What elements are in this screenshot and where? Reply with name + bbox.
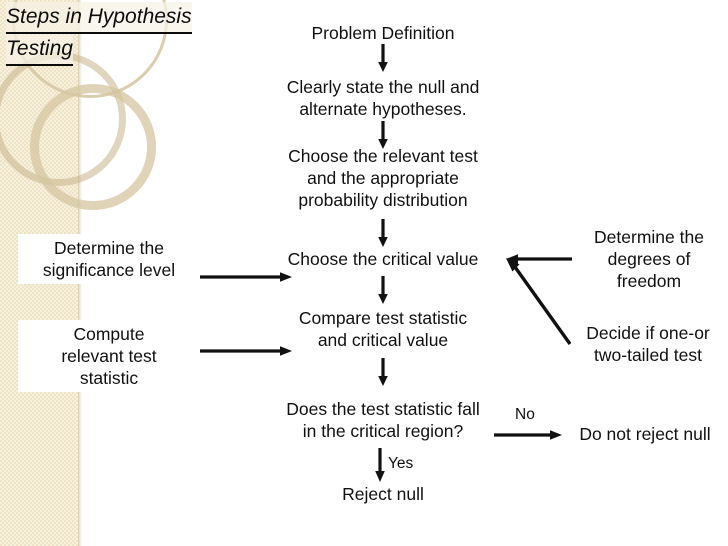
node-significance-level: Determine the significance level bbox=[18, 234, 200, 284]
node-state-hypotheses: Clearly state the null and alternate hyp… bbox=[286, 77, 480, 119]
node-compare-statistic: Compare test statistic and critical valu… bbox=[298, 308, 468, 350]
arrow-choose-test-to-critical-value bbox=[375, 219, 391, 247]
edge-label-no: No bbox=[515, 406, 535, 423]
node-choose-critical-value: Choose the critical value bbox=[287, 249, 479, 269]
arrow-problem-to-hypotheses bbox=[375, 44, 391, 72]
arrow-compare-to-decision bbox=[375, 358, 391, 386]
arrow-compute-to-compare bbox=[190, 344, 292, 358]
arrow-critical-value-to-compare bbox=[375, 276, 391, 304]
arrow-hypotheses-to-choose-test bbox=[375, 121, 391, 149]
arrow-decision-no bbox=[494, 428, 562, 442]
arrow-decision-yes bbox=[372, 448, 388, 482]
node-problem-definition: Problem Definition bbox=[311, 23, 455, 43]
node-compute-statistic: Compute relevant test statistic bbox=[18, 320, 200, 392]
node-degrees-of-freedom: Determine the degrees of freedom bbox=[594, 227, 704, 291]
node-choose-test: Choose the relevant test and the appropr… bbox=[288, 146, 478, 210]
slide-title: Steps in Hypothesis Testing bbox=[6, 2, 238, 66]
slide-title-line-1: Steps in Hypothesis bbox=[6, 2, 192, 34]
node-reject-null: Reject null bbox=[342, 484, 424, 504]
slide-title-line-2: Testing bbox=[6, 34, 73, 66]
node-do-not-reject-null: Do not reject null bbox=[579, 424, 711, 444]
node-tailed-test: Decide if one-or two-tailed test bbox=[586, 323, 710, 365]
arrow-degrees-of-freedom-to-critical-value bbox=[506, 252, 572, 266]
node-decision-question: Does the test statistic fall in the crit… bbox=[286, 399, 480, 441]
arrow-tailed-test-to-critical-value bbox=[504, 256, 576, 348]
arrow-significance-to-critical-value bbox=[190, 270, 292, 284]
edge-label-yes: Yes bbox=[388, 455, 414, 472]
